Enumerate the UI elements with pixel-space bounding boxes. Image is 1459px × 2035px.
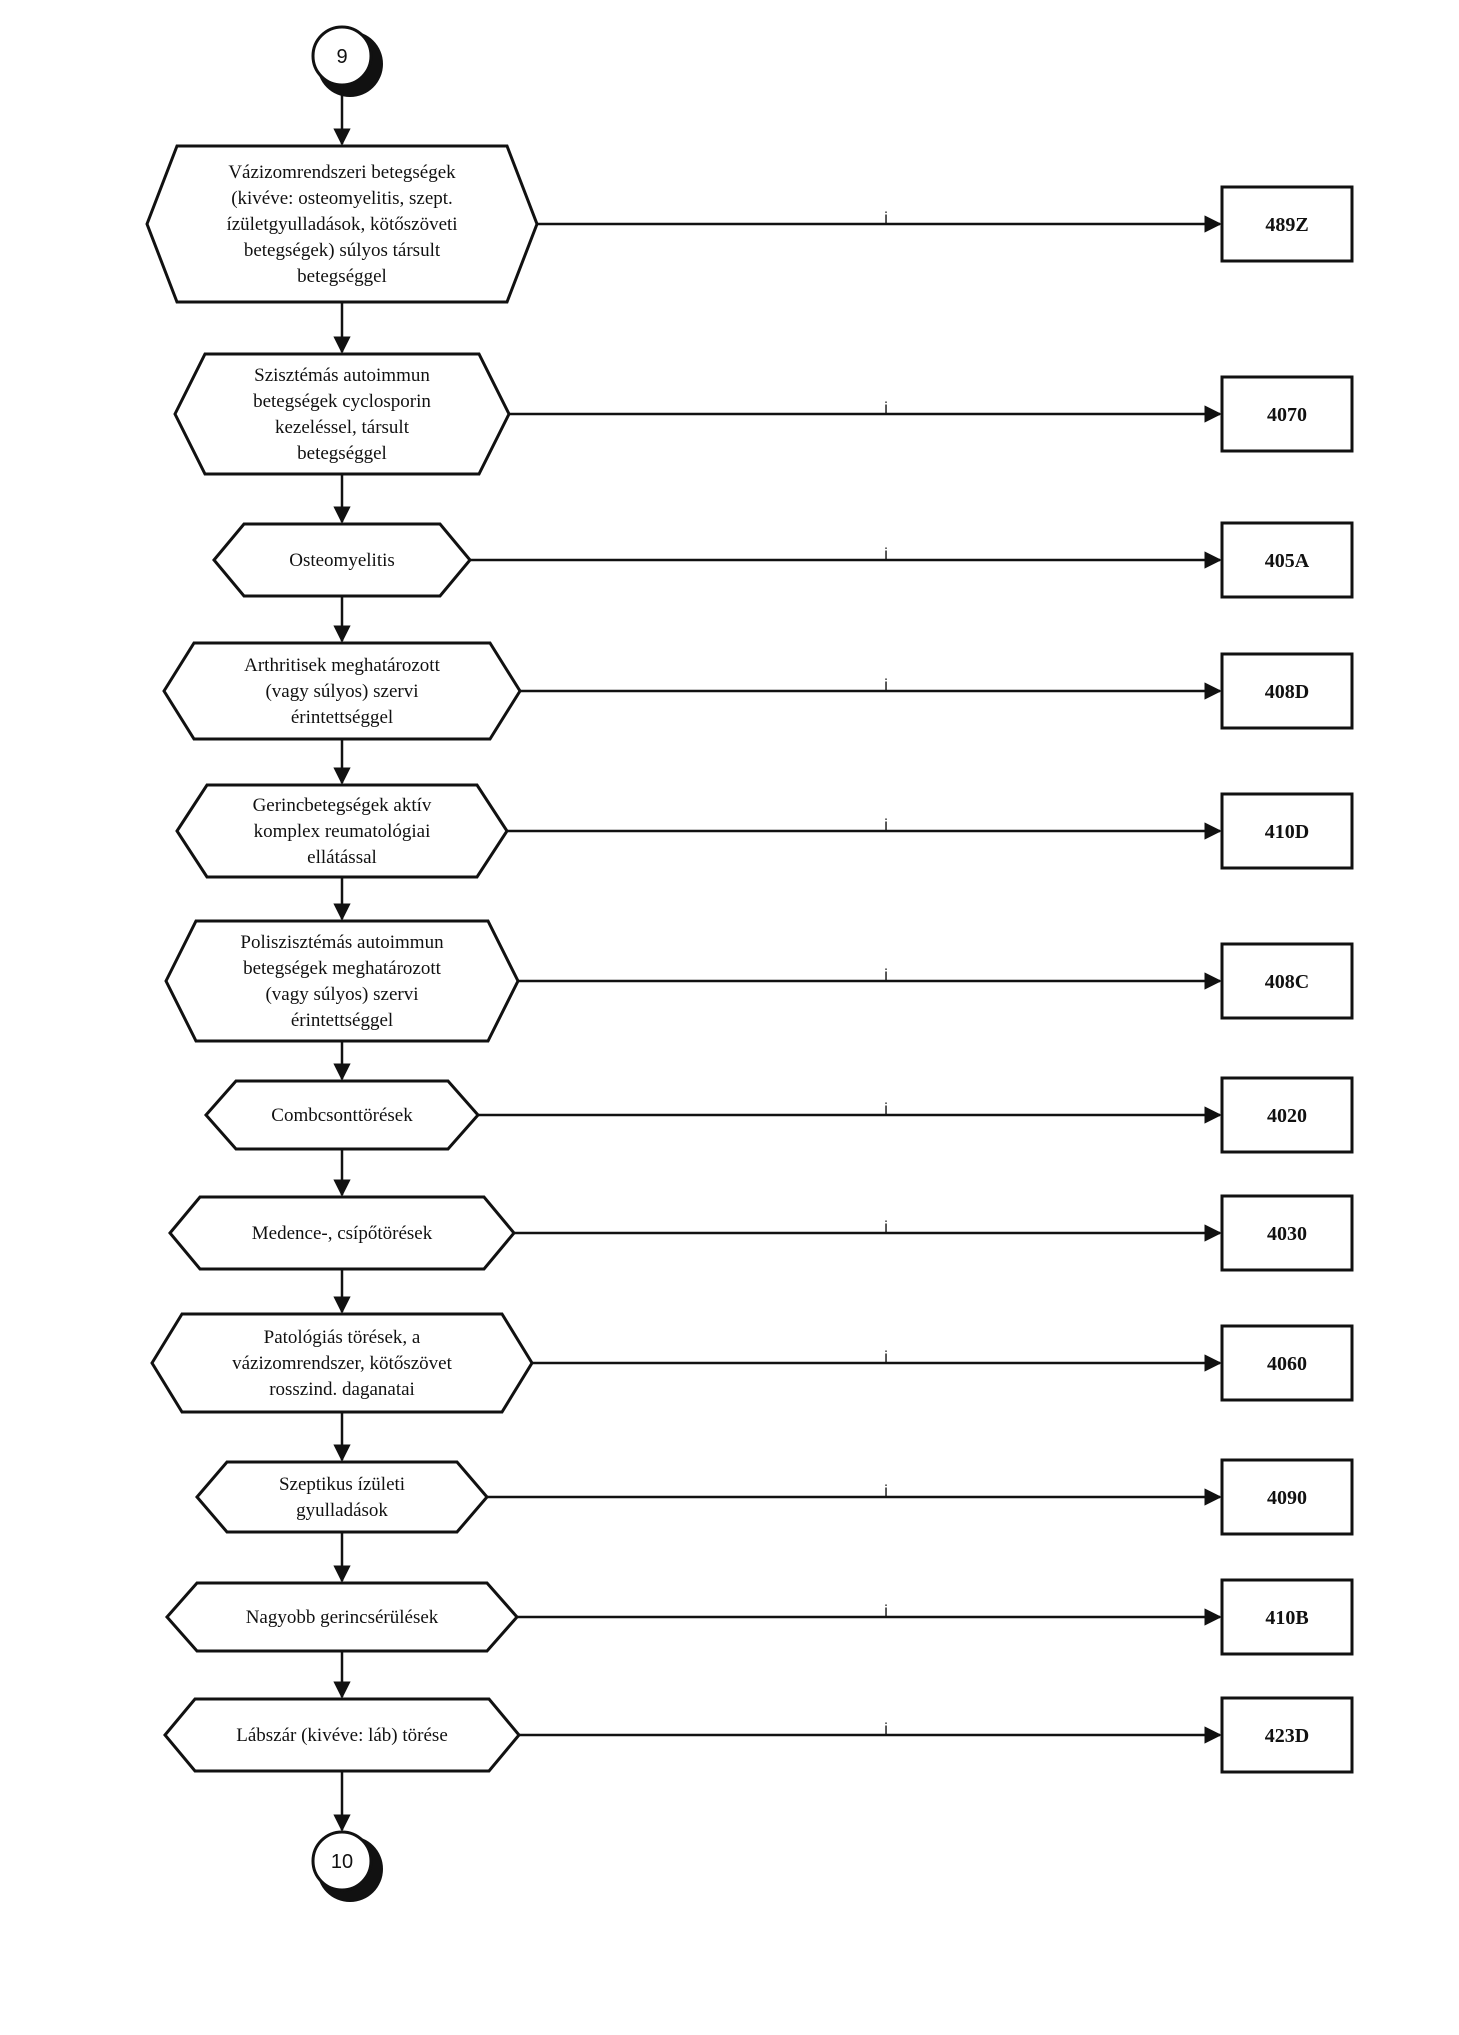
code-label: 410D: [1265, 821, 1309, 843]
code-box: [1220, 652, 1354, 730]
code-box: [1220, 1696, 1354, 1774]
code-box: [1220, 185, 1354, 263]
code-box: [1220, 1076, 1354, 1154]
step-label-line: Nagyobb gerincsérülések: [246, 1607, 439, 1628]
decision-step-10: Szeptikus ízületi gyulladások i 4090: [195, 1458, 1354, 1536]
decision-step-4: Arthritisek meghatározott (vagy súlyos) s…: [162, 641, 1354, 741]
step-label-line: érintettséggel: [291, 707, 393, 728]
branch-label: i: [884, 1483, 888, 1500]
code-box: [1220, 942, 1354, 1020]
step-label-line: betegséggel: [297, 266, 387, 287]
step-label-line: Vázizomrendszeri betegségek: [228, 162, 456, 183]
code-box: [1220, 375, 1354, 453]
decision-step-2: Szisztémás autoimmun betegségek cyclospor…: [173, 352, 1354, 476]
code-label: 4030: [1267, 1223, 1307, 1245]
step-label-line: ellátással: [307, 847, 377, 868]
step-label-line: Medence-, csípőtörések: [252, 1223, 433, 1244]
decision-step-12: Lábszár (kivéve: láb) törése i 423D: [163, 1696, 1354, 1774]
branch-label: i: [884, 967, 888, 984]
step-label-line: érintettséggel: [291, 1010, 393, 1031]
code-box: [1220, 1324, 1354, 1402]
decision-step-11: Nagyobb gerincsérülések i 410B: [164, 1578, 1354, 1656]
step-label-line: (vagy súlyos) szervi: [265, 984, 418, 1005]
code-label: 4070: [1267, 404, 1307, 426]
branch-label: i: [884, 1349, 888, 1366]
connector-end: 10: [311, 1830, 383, 1902]
code-label: 4020: [1267, 1105, 1307, 1127]
branch-label: i: [884, 677, 888, 694]
branch-label: i: [884, 1101, 888, 1118]
step-label-line: Patológiás törések, a: [264, 1327, 421, 1348]
step-label-line: Gerincbetegségek aktív: [253, 795, 432, 816]
step-label-line: Arthritisek meghatározott: [244, 655, 440, 676]
code-box: [1220, 792, 1354, 870]
step-label-line: Szisztémás autoimmun: [254, 365, 430, 386]
code-box: [1220, 1458, 1354, 1536]
code-label: 489Z: [1265, 214, 1308, 236]
step-label-line: (kivéve: osteomyelitis, szept.: [231, 188, 453, 209]
decision-step-5: Gerincbetegségek aktív komplex reumatológ…: [175, 783, 1354, 879]
connector-start: 9: [311, 25, 383, 97]
step-label-line: betegségek) súlyos társult: [244, 240, 441, 261]
step-label-line: komplex reumatológiai: [254, 821, 431, 842]
step-label-line: Lábszár (kivéve: láb) törése: [236, 1725, 448, 1746]
code-box: [1220, 1194, 1354, 1272]
step-label-line: ízületgyulladások, kötőszöveti: [226, 214, 457, 235]
code-label: 4090: [1267, 1487, 1307, 1509]
branch-label: i: [884, 1603, 888, 1620]
connector-end-label: 10: [331, 1851, 353, 1873]
step-label-line: (vagy súlyos) szervi: [265, 681, 418, 702]
step-label-line: rosszind. daganatai: [269, 1379, 415, 1400]
step-label-line: Szeptikus ízületi: [279, 1474, 405, 1495]
step-label-line: vázizomrendszer, kötőszövet: [232, 1353, 452, 1374]
connector-end-circle: [311, 1830, 373, 1892]
step-label-line: betegségek meghatározott: [243, 958, 442, 979]
decision-step-3: Osteomyelitis i 405A: [212, 521, 1354, 599]
branch-label: i: [884, 817, 888, 834]
code-label: 405A: [1265, 550, 1310, 572]
branch-label: i: [884, 210, 888, 227]
step-label-line: Combcsonttörések: [271, 1105, 413, 1126]
code-label: 410B: [1265, 1607, 1308, 1629]
code-label: 408C: [1265, 971, 1309, 993]
branch-label: i: [884, 1219, 888, 1236]
step-label-line: betegséggel: [297, 443, 387, 464]
step-label-line: Poliszisztémás autoimmun: [240, 932, 444, 953]
decision-step-8: Medence-, csípőtörések i 4030: [168, 1194, 1354, 1272]
branch-label: i: [884, 546, 888, 563]
step-label-line: kezeléssel, társult: [275, 417, 410, 438]
branch-label: i: [884, 1721, 888, 1738]
decision-steps: Vázizomrendszeri betegségek (kivéve: oste…: [145, 85, 1354, 1832]
step-label-line: Osteomyelitis: [289, 550, 395, 571]
code-label: 408D: [1265, 681, 1309, 703]
code-label: 423D: [1265, 1725, 1309, 1747]
code-box: [1220, 521, 1354, 599]
decision-step-1: Vázizomrendszeri betegségek (kivéve: oste…: [145, 144, 1354, 304]
step-label-line: betegségek cyclosporin: [253, 391, 431, 412]
decision-step-6: Poliszisztémás autoimmun betegségek megha…: [164, 919, 1354, 1043]
step-label-line: gyulladások: [296, 1500, 388, 1521]
connector-start-label: 9: [336, 46, 347, 68]
code-label: 4060: [1267, 1353, 1307, 1375]
decision-step-9: Patológiás törések, a vázizomrendszer, kö…: [150, 1312, 1354, 1414]
hexagon-shape: [195, 1460, 489, 1534]
code-box: [1220, 1578, 1354, 1656]
branch-label: i: [884, 400, 888, 417]
decision-step-7: Combcsonttörések i 4020: [203, 1076, 1354, 1154]
